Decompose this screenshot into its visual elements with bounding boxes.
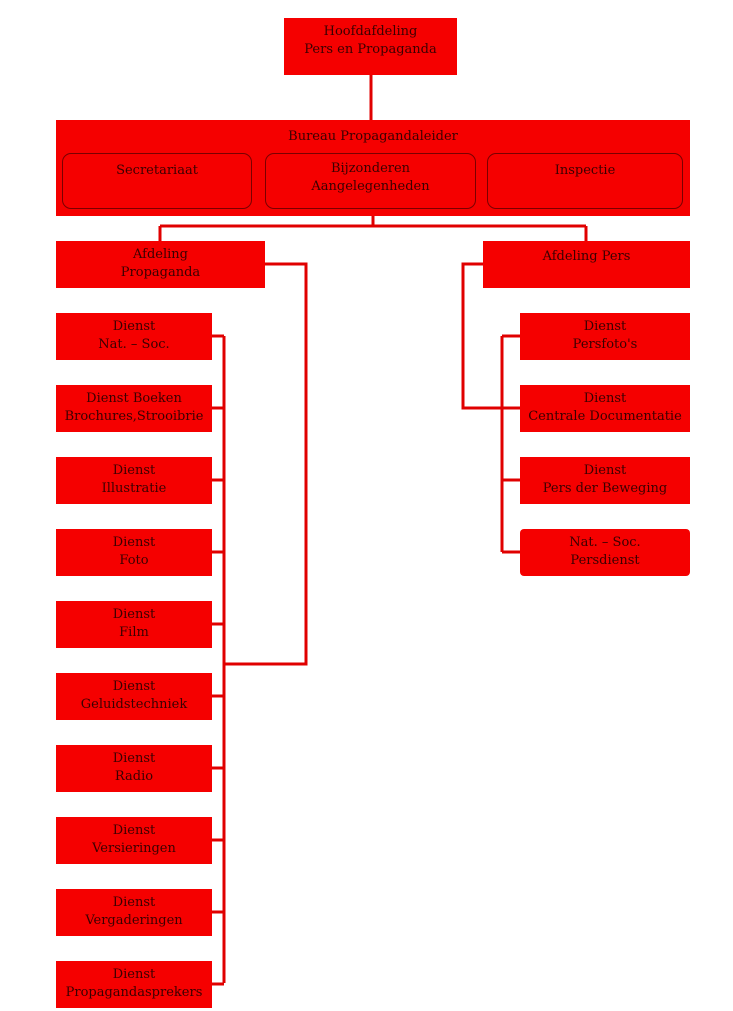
service-box-left: Dienst Geluidstechniek [56,673,212,720]
service-box-right: Nat. – Soc. Persdienst [520,529,690,576]
service-box-left: Dienst Vergaderingen [56,889,212,936]
head-department-line1: Hoofdafdeling [323,24,418,39]
connector-right-dept-loop [461,262,520,410]
service-box-left: Dienst Boeken Brochures,Strooibrie [56,385,212,432]
service-box-left: Dienst Nat. – Soc. [56,313,212,360]
service-box-left: Dienst Illustratie [56,457,212,504]
service-box-right: Dienst Pers der Beweging [520,457,690,504]
bureau-title: Bureau Propagandaleider [288,129,458,144]
bureau-unit-secretariaat: Secretariaat [62,153,252,209]
service-box-left: Dienst Radio [56,745,212,792]
service-box-left: Dienst Foto [56,529,212,576]
service-box-left: Dienst Versieringen [56,817,212,864]
service-box-left: Dienst Propagandasprekers [56,961,212,1008]
head-department-line2: Pers en Propaganda [304,42,437,57]
department-pers: Afdeling Pers [483,241,690,288]
connector-left-dept-loop [224,262,308,666]
service-box-left: Dienst Film [56,601,212,648]
service-box-right: Dienst Centrale Documentatie [520,385,690,432]
bureau-unit-bijzonderen: Bijzonderen Aangelegenheden [265,153,476,209]
head-department-box: Hoofdafdeling Pers en Propaganda [284,18,457,75]
service-box-right: Dienst Persfoto's [520,313,690,360]
bureau-unit-inspectie: Inspectie [487,153,683,209]
department-propaganda: Afdeling Propaganda [56,241,265,288]
